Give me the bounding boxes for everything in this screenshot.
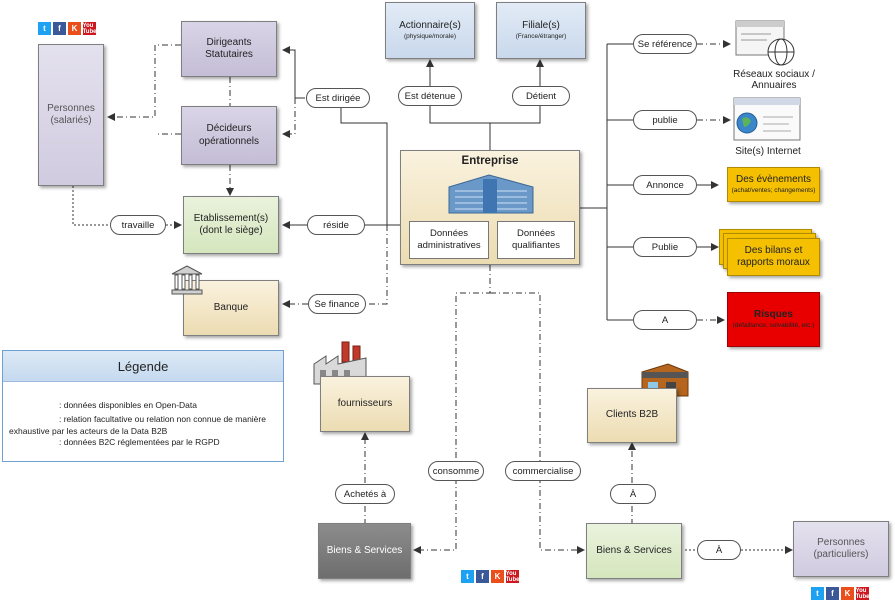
rel-publie2[interactable]: Publie <box>633 237 697 257</box>
node-label: Etablissement(s) (dont le siège) <box>193 212 269 237</box>
node-fournisseurs[interactable]: fournisseurs <box>320 376 410 432</box>
node-sublabel: (France/étranger) <box>515 32 567 40</box>
rel-a-clients[interactable]: À <box>610 484 656 504</box>
node-sites-label: Site(s) Internet <box>735 146 801 157</box>
rel-reside[interactable]: réside <box>307 215 365 235</box>
klout-icon[interactable]: K <box>491 570 504 583</box>
klout-icon[interactable]: K <box>68 22 81 35</box>
twitter-icon[interactable]: t <box>461 570 474 583</box>
node-reseaux-label: Réseaux sociaux / Annuaires <box>733 69 815 91</box>
rel-a-risques[interactable]: A <box>633 310 697 330</box>
node-label: Personnes (salariés) <box>47 102 95 127</box>
node-label: Actionnaire(s) <box>399 20 461 32</box>
rel-se-finance[interactable]: Se finance <box>308 294 366 314</box>
node-label: Clients B2B <box>605 409 659 421</box>
social-icons-top: t f K You Tube <box>38 22 96 35</box>
node-personnes-particuliers[interactable]: Personnes (particuliers) <box>793 521 889 577</box>
doc-label: Données administratives <box>417 228 481 251</box>
rel-travaille[interactable]: travaille <box>110 215 166 235</box>
node-etablissement[interactable]: Etablissement(s) (dont le siège) <box>183 196 279 254</box>
node-actionnaires[interactable]: Actionnaire(s) (physique/morale) <box>385 2 475 59</box>
rel-annonce[interactable]: Annonce <box>633 175 697 195</box>
rel-est-dirigee[interactable]: Est dirigée <box>306 88 370 108</box>
node-biens-droite[interactable]: Biens & Services <box>586 523 682 579</box>
node-label: Risques <box>754 309 793 321</box>
rel-a-personnes[interactable]: À <box>697 540 741 560</box>
doc-label: Données qualifiantes <box>511 228 561 251</box>
rel-commercialise[interactable]: commercialise <box>505 461 581 481</box>
legend-dotted: : données B2C réglementées par le RGPD <box>59 437 220 447</box>
legend-title: Légende <box>3 351 283 382</box>
rel-se-reference[interactable]: Se référence <box>633 34 697 54</box>
node-label: Personnes (particuliers) <box>813 536 869 561</box>
node-label: Dirigeants Statutaires <box>205 36 253 61</box>
node-sublabel: (défaillance, solvabilité, etc.) <box>732 321 815 329</box>
klout-icon[interactable]: K <box>841 587 854 600</box>
node-sublabel: (achat/ventes; changements) <box>731 186 816 194</box>
youtube-icon[interactable]: You Tube <box>855 587 870 600</box>
building-icon <box>448 174 534 214</box>
social-icons-bottom-center: t f K You Tube <box>461 570 519 583</box>
node-clients[interactable]: Clients B2B <box>587 388 677 443</box>
node-label: Des évènements <box>735 174 812 186</box>
node-evenements[interactable]: Des évènements (achat/ventes; changement… <box>727 167 820 202</box>
legend: Légende : données disponibles en Open-Da… <box>2 350 284 462</box>
youtube-icon[interactable]: You Tube <box>82 22 97 35</box>
node-label: Filiale(s) <box>522 20 560 32</box>
social-network-icon <box>735 20 795 66</box>
entreprise-title: Entreprise <box>461 155 519 167</box>
legend-dashdot: : relation facultative ou relation non c… <box>9 414 266 436</box>
facebook-icon[interactable]: f <box>476 570 489 583</box>
node-label: Biens & Services <box>326 544 403 556</box>
website-icon <box>733 97 801 141</box>
node-biens-gauche[interactable]: Biens & Services <box>318 523 411 579</box>
rel-publie[interactable]: publie <box>633 110 697 130</box>
node-sublabel: (physique/morale) <box>403 32 457 40</box>
social-icons-bottom-right: t f K You Tube <box>811 587 869 600</box>
legend-solid: : données disponibles en Open-Data <box>59 400 197 410</box>
node-decideurs[interactable]: Décideurs opérationnels <box>181 106 277 165</box>
node-label: Des bilans et rapports moraux <box>737 244 810 269</box>
node-bilans[interactable]: Des bilans et rapports moraux <box>727 238 820 276</box>
doc-donnees-administratives[interactable]: Données administratives <box>409 221 489 259</box>
node-dirigeants[interactable]: Dirigeants Statutaires <box>181 21 277 77</box>
bank-icon <box>171 265 203 295</box>
node-personnes-salaries[interactable]: Personnes (salariés) <box>38 44 104 186</box>
twitter-icon[interactable]: t <box>811 587 824 600</box>
facebook-icon[interactable]: f <box>53 22 66 35</box>
youtube-icon[interactable]: You Tube <box>505 570 520 583</box>
rel-achetes-a[interactable]: Achetés à <box>335 484 395 504</box>
doc-donnees-qualifiantes[interactable]: Données qualifiantes <box>497 221 575 259</box>
node-label: Biens & Services <box>596 544 672 556</box>
twitter-icon[interactable]: t <box>38 22 51 35</box>
rel-consomme[interactable]: consomme <box>428 461 484 481</box>
node-label: fournisseurs <box>337 397 393 409</box>
rel-detient[interactable]: Détient <box>512 86 570 106</box>
node-risques[interactable]: Risques (défaillance, solvabilité, etc.) <box>727 292 820 347</box>
rel-est-detenue[interactable]: Est détenue <box>398 86 462 106</box>
node-label: Banque <box>213 301 249 313</box>
node-label: Décideurs opérationnels <box>198 123 260 147</box>
node-filiales[interactable]: Filiale(s) (France/étranger) <box>496 2 586 59</box>
facebook-icon[interactable]: f <box>826 587 839 600</box>
node-entreprise[interactable]: Entreprise Données administratives Donné… <box>400 150 580 265</box>
